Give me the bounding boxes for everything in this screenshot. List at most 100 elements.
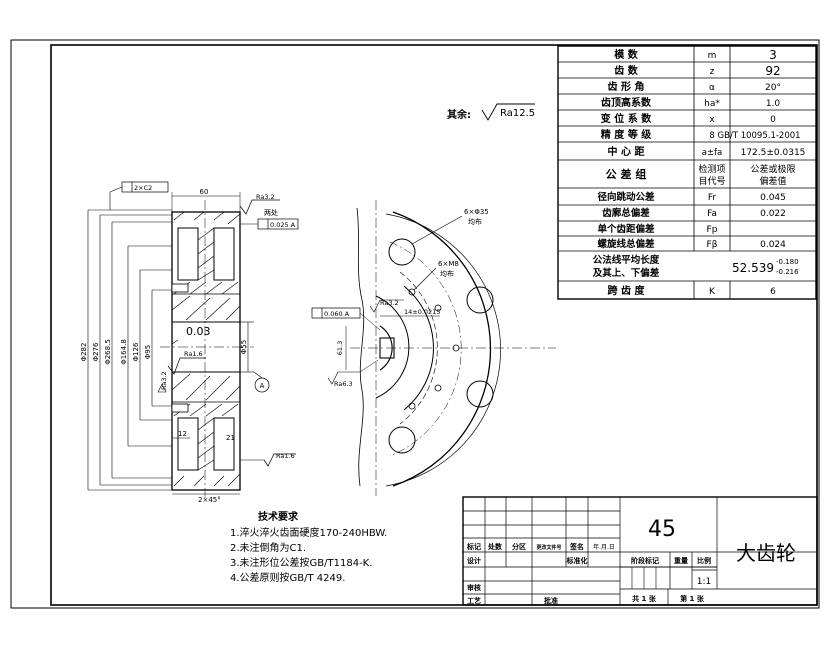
dim-dia-root: Φ268.5: [104, 339, 112, 365]
title-block: 45 大齿轮 1:1 标记 处数 分区 更改文件号 签名 年.月.日 设计 标准…: [462, 496, 818, 606]
tol-symbol-2: Fp: [707, 225, 718, 235]
lbl-stage-mark: 阶段标记: [631, 556, 659, 565]
group-col2-line2: 目代号: [698, 176, 725, 187]
span-value: 52.539: [732, 261, 774, 275]
param-value-6: 172.5±0.0315: [741, 148, 806, 158]
chamfer-45: 2×45°: [198, 496, 221, 504]
dim-dia-outer: Φ282: [80, 343, 88, 362]
param-value-2: 20°: [765, 83, 781, 93]
sheet-outer-border: [10, 39, 820, 609]
span-lower: -0.216: [776, 268, 799, 276]
tol-name-3: 螺旋线总偏差: [597, 238, 655, 250]
tech-requirements: 技术要求 1.淬火淬火齿面硬度170-240HBW. 2.未注倒角为C1. 3.…: [230, 510, 387, 584]
group-col3-line1: 公差或极限: [750, 163, 795, 175]
param-value-4: 0: [770, 115, 776, 125]
param-symbol-4: x: [709, 115, 715, 125]
title-scale: 1:1: [697, 577, 711, 587]
param-symbol-6: a±fa: [702, 148, 723, 158]
lbl-process: 工艺: [467, 596, 481, 605]
dim-dia-bore: Φ55: [240, 340, 248, 354]
tol-symbol-0: Fr: [708, 193, 717, 203]
front-sym-tol: 0.060 A: [324, 310, 350, 318]
front-view: 6×Φ35 均布 6×M8 均布 14±0.0215 61.3 Ra3.2 Ra…: [311, 200, 556, 496]
lbl-date: 年.月.日: [593, 543, 615, 551]
param-symbol-2: α: [709, 83, 715, 93]
param-name-5: 精 度 等 级: [601, 128, 652, 141]
tech-item-2: 2.未注倒角为C1.: [230, 541, 306, 554]
roughness-note-label: 其余:: [447, 108, 471, 121]
front-key-depth: 61.3: [336, 341, 344, 355]
tech-item-1: 1.淬火淬火齿面硬度170-240HBW.: [230, 526, 387, 539]
roughness-note-value: Ra12.5: [500, 108, 535, 119]
lbl-sheet: 第 1 张: [680, 594, 705, 603]
front-tapped: 6×M8: [438, 260, 459, 268]
tol-frame-left: 2×C2: [134, 184, 152, 192]
title-part-name: 大齿轮: [736, 541, 796, 565]
lbl-mark: 标记: [466, 542, 481, 551]
ra32-top: Ra3.2: [256, 193, 275, 201]
param-value-3: 1.0: [766, 99, 781, 109]
param-symbol-0: m: [708, 51, 717, 61]
dim-dia-pitch: Φ276: [92, 342, 100, 361]
param-name-3: 齿顶高系数: [601, 96, 652, 109]
param-name-2: 齿 形 角: [608, 80, 645, 93]
tol-name-1: 齿廓总偏差: [602, 207, 650, 219]
front-ra32: Ra3.2: [380, 299, 399, 307]
param-name-1: 齿 数: [614, 64, 638, 77]
param-symbol-3: ha*: [704, 99, 720, 109]
dim-dia-bore-left: Φ126: [132, 342, 140, 361]
span-name-line1: 公法线平均长度: [593, 254, 660, 266]
tech-item-3: 3.未注形位公差按GB/T1184-K.: [230, 556, 372, 569]
teeth-span-value: 6: [770, 287, 776, 297]
param-value-5: 8 GB/T 10095.1-2001: [709, 131, 800, 141]
teeth-span-name: 跨 齿 度: [608, 284, 646, 297]
dim-12: 12: [178, 430, 187, 438]
dim-21: 21: [226, 434, 235, 442]
tech-item-4: 4.公差原则按GB/T 4249.: [230, 571, 345, 584]
param-value-0: 3: [769, 48, 777, 62]
dim-width: 60: [200, 188, 209, 196]
front-holes-sub: 均布: [468, 217, 482, 226]
lbl-count: 处数: [487, 542, 503, 551]
dim-dia-hub: Φ164.8: [120, 339, 128, 365]
sheet-inner-border: [50, 44, 818, 606]
roughness-note: 其余: Ra12.5: [447, 103, 535, 121]
lbl-total: 共 1 张: [632, 594, 657, 603]
lbl-scale: 比例: [697, 556, 711, 565]
tol-value-0: 0.045: [760, 193, 786, 203]
tol-value-1: 0.022: [760, 209, 786, 219]
param-value-1: 92: [765, 64, 780, 78]
param-symbol-1: z: [710, 67, 715, 77]
title-part-no: 45: [648, 517, 676, 542]
teeth-span-symbol: K: [709, 287, 716, 297]
tech-title: 技术要求: [258, 510, 299, 523]
param-name-6: 中 心 距: [608, 145, 645, 158]
group-col3-line2: 偏差值: [759, 175, 786, 187]
dim-dia-inner: Φ95: [144, 345, 152, 359]
front-keyway-width: 14±0.0215: [404, 308, 440, 316]
group-name: 公 差 组: [606, 167, 647, 181]
ra16-mid: Ra1.6: [184, 350, 203, 358]
front-ra63: Ra6.3: [334, 380, 353, 388]
tol-name-0: 径向跳动公差: [597, 191, 655, 203]
lbl-review: 审核: [467, 583, 481, 592]
lbl-weight: 重量: [674, 556, 688, 565]
group-col2-line1: 检测项: [698, 163, 725, 175]
param-name-0: 模 数: [614, 48, 638, 61]
tol-name-2: 单个齿距偏差: [597, 223, 655, 235]
lbl-zone: 分区: [512, 542, 526, 551]
lbl-standardize: 标准化: [566, 556, 588, 565]
datum-a: A: [260, 382, 265, 390]
param-name-4: 变 位 系 数: [601, 112, 652, 125]
lbl-design: 设计: [467, 556, 481, 565]
parameter-table: 模 数 m 3 齿 数 z 92 齿 形 角 α 20° 齿顶高系数 ha* 1…: [557, 45, 817, 300]
tol-symbol-1: Fa: [707, 209, 717, 219]
front-holes: 6×Φ35: [464, 208, 489, 216]
chamfer-label: 0.03: [186, 325, 211, 338]
ra32-mid: Ra3.2: [160, 371, 168, 390]
span-name-line2: 及其上、下偏差: [593, 267, 660, 279]
front-tapped-sub: 均布: [440, 269, 454, 278]
tooth-note: 两处: [264, 208, 278, 217]
ra16-bot: Ra1.6: [276, 452, 295, 460]
